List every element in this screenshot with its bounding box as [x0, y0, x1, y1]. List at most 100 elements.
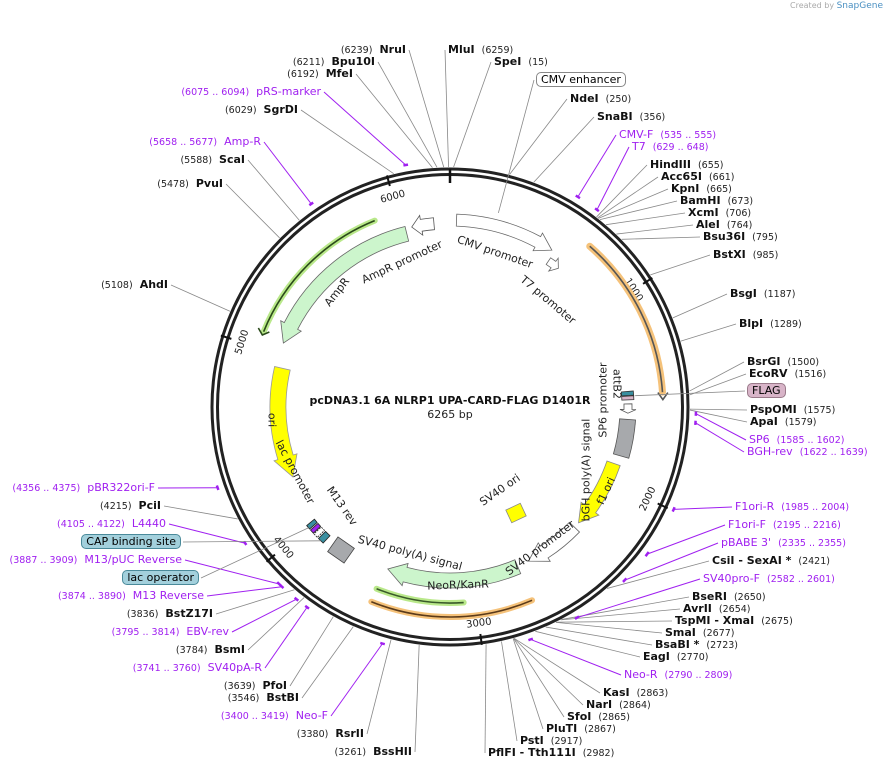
primer-label-sp6[interactable]: SP6(1585 .. 1602) — [749, 434, 844, 447]
credit-text: Created by — [790, 1, 835, 10]
primer-leader-line — [168, 523, 246, 544]
feature-label-cmv-enhancer[interactable]: CMV enhancer — [536, 72, 626, 87]
site-label-scai[interactable]: (5588)ScaI — [180, 154, 245, 167]
tick-label: 2000 — [638, 485, 659, 513]
site-label-kasi[interactable]: KasI(2863) — [603, 687, 668, 700]
site-label-apai[interactable]: ApaI(1579) — [750, 416, 817, 429]
tick-label: 5000 — [233, 328, 251, 356]
site-leader-line — [596, 164, 648, 218]
label-name: AleI — [696, 218, 720, 231]
site-leader-line — [501, 641, 518, 742]
site-label-blpi[interactable]: BlpI(1289) — [739, 318, 802, 331]
site-leader-line — [513, 638, 584, 706]
primer-label-l4440[interactable]: (4105 .. 4122)L4440 — [57, 518, 166, 531]
site-label-bsu36i[interactable]: Bsu36I(795) — [703, 231, 778, 244]
label-position: (3546) — [227, 693, 260, 704]
site-label-sgrdi[interactable]: (6029)SgrDI — [225, 104, 298, 117]
site-label-nrui[interactable]: (6239)NruI — [341, 43, 406, 57]
label-position: (706) — [725, 208, 752, 219]
site-label-mlui[interactable]: MluI(6259) — [448, 44, 513, 57]
site-label-alei[interactable]: AleI(764) — [696, 218, 752, 232]
feature-label-flag[interactable]: FLAG — [747, 383, 786, 398]
site-label-bamhi[interactable]: BamHI(673) — [680, 195, 754, 208]
site-label-smai[interactable]: SmaI(2677) — [665, 627, 735, 640]
label-position: (2982) — [582, 748, 615, 759]
site-label-bsrgi[interactable]: BsrGI(1500) — [747, 356, 819, 369]
site-label-ndei[interactable]: NdeI(250) — [570, 93, 631, 106]
site-label-bsabi[interactable]: BsaBI *(2723) — [655, 639, 738, 652]
site-leader-line — [606, 212, 686, 226]
snapgene-credit: Created by SnapGene — [790, 1, 883, 11]
site-label-pcii[interactable]: (4215)PciI — [100, 500, 161, 513]
site-label-spei[interactable]: SpeI(15) — [494, 56, 548, 69]
site-label-nari[interactable]: NarI(2864) — [586, 698, 651, 712]
site-leader-line — [215, 589, 295, 615]
primer-label-f1ori-f[interactable]: F1ori-F(2195 .. 2216) — [728, 519, 841, 532]
feature-label-cap-binding-site[interactable]: CAP binding site — [81, 534, 181, 549]
site-label-bsgi[interactable]: BsgI(1187) — [730, 288, 796, 301]
site-leader-line — [300, 109, 394, 175]
primer-label-m13-puc-reverse[interactable]: (3887 .. 3909)M13/pUC Reverse — [10, 554, 182, 567]
primer-leader-line — [624, 542, 719, 581]
site-label-rsrii[interactable]: (3380)RsrII — [297, 728, 364, 741]
site-label-xcmi[interactable]: XcmI(706) — [688, 207, 752, 220]
primer-label-m13-reverse[interactable]: (3874 .. 3890)M13 Reverse — [58, 590, 204, 603]
primer-label-sv40pa-r[interactable]: (3741 .. 3760)SV40pA-R — [133, 662, 262, 675]
site-label-ahdi[interactable]: (5108)AhdI — [101, 279, 168, 292]
label-name: BstZ17I — [165, 607, 213, 620]
site-label-pluti[interactable]: PluTI(2867) — [546, 723, 616, 736]
primer-label-cmv-f[interactable]: CMV-F(535 .. 555) — [619, 129, 716, 142]
site-label-bstxi[interactable]: BstXI(985) — [713, 249, 778, 262]
label-name: NruI — [379, 43, 406, 56]
label-position: (673) — [727, 196, 754, 207]
label-name: NarI — [586, 698, 613, 711]
site-leader-line — [366, 639, 392, 735]
site-label-tspmi-xmai[interactable]: TspMI - XmaI(2675) — [675, 615, 793, 628]
site-label-ecorv[interactable]: EcoRV(1516) — [749, 368, 826, 381]
site-leader-line — [301, 626, 354, 699]
lac-operator-box — [306, 518, 318, 530]
site-label-bseri[interactable]: BseRI(2650) — [692, 591, 766, 604]
snapgene-logo: SnapGene — [836, 1, 883, 11]
site-label-acc65i[interactable]: Acc65I(661) — [661, 171, 735, 184]
site-label-pflfi-tth111i[interactable]: PflFI - Tth111I(2982) — [488, 747, 615, 760]
site-label-snabi[interactable]: SnaBI(356) — [597, 111, 665, 124]
primer-label-sv40pro-f[interactable]: SV40pro-F(2582 .. 2601) — [703, 573, 835, 586]
label-name: PfoI — [262, 679, 288, 692]
site-label-pvui[interactable]: (5478)PvuI — [157, 178, 223, 191]
primer-label-neo-r[interactable]: Neo-R(2790 .. 2809) — [624, 669, 732, 682]
site-label-pspomi[interactable]: PspOMI(1575) — [750, 404, 835, 417]
primer-label-pbabe-3[interactable]: pBABE 3'(2335 .. 2355) — [721, 537, 846, 550]
site-label-bsmi[interactable]: (3784)BsmI — [176, 644, 245, 657]
site-label-mfei[interactable]: (6192)MfeI — [287, 68, 353, 81]
primer-label-ebv-rev[interactable]: (3795 .. 3814)EBV-rev — [112, 626, 229, 639]
primer-label-amp-r[interactable]: (5658 .. 5677)Amp-R — [149, 136, 261, 149]
site-label-csii-sexai[interactable]: CsiI - SexAI *(2421) — [712, 555, 830, 568]
primer-label-prs-marker[interactable]: (6075 .. 6094)pRS-marker — [181, 86, 321, 99]
primer-binding-mark — [308, 201, 314, 207]
primer-label-neo-f[interactable]: (3400 .. 3419)Neo-F — [221, 710, 328, 723]
site-label-sfoi[interactable]: SfoI(2865) — [567, 711, 630, 724]
site-label-bstz17i[interactable]: (3836)BstZ17I — [127, 607, 213, 621]
feature-label-lac-operator[interactable]: lac operator — [122, 570, 199, 585]
primer-label-f1ori-r[interactable]: F1ori-R(1985 .. 2004) — [735, 501, 849, 514]
site-label-psti[interactable]: PstI(2917) — [520, 735, 582, 748]
site-label-bstbi[interactable]: (3546)BstBI — [227, 692, 299, 705]
site-label-avrii[interactable]: AvrII(2654) — [683, 603, 751, 616]
site-label-pfoi[interactable]: (3639)PfoI — [224, 679, 288, 693]
site-label-bpu10i[interactable]: (6211)Bpu10I — [293, 56, 375, 69]
site-leader-line — [163, 505, 238, 520]
site-label-eagi[interactable]: EagI(2770) — [643, 651, 709, 664]
green-line-bottom — [376, 587, 464, 604]
primer-label-t7[interactable]: T7(629 .. 648) — [632, 141, 708, 154]
site-label-bsshii[interactable]: (3261)BssHII — [335, 746, 412, 759]
primer-label-bgh-rev[interactable]: BGH-rev(1622 .. 1639) — [747, 446, 868, 459]
tick-mark — [385, 175, 391, 187]
site-label-kpni[interactable]: KpnI(665) — [671, 183, 732, 196]
primer-leader-line — [263, 141, 312, 205]
site-leader-line — [444, 49, 449, 168]
t7-promoter-arrow — [545, 256, 559, 272]
site-label-hindiii[interactable]: HindIII(655) — [650, 159, 724, 172]
site-leader-line — [170, 284, 231, 312]
primer-label-pbr322ori-f[interactable]: (4356 .. 4375)pBR322ori-F — [12, 482, 155, 495]
